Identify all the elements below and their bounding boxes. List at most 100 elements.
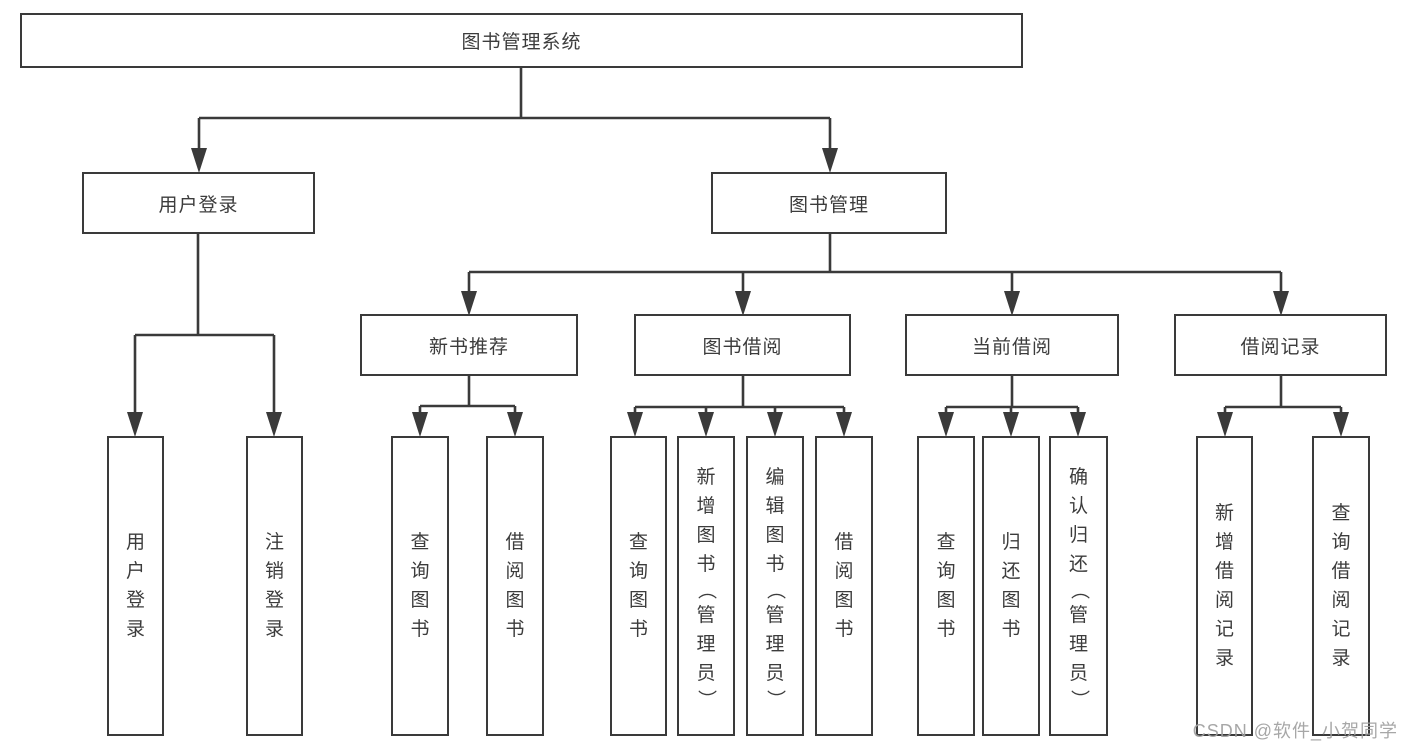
vertical-glyph: ） <box>764 688 786 709</box>
node-leaf-borrow-books-1: 借阅图书 <box>486 436 544 736</box>
vertical-glyph: （ <box>1068 579 1090 600</box>
vertical-glyph: 归 <box>1001 532 1021 553</box>
vertical-glyph: 记 <box>1331 619 1351 640</box>
vertical-glyph: 借 <box>1331 561 1351 582</box>
node-leaf-query-borrow-record: 查询借阅记录 <box>1312 436 1370 736</box>
node-borrowing-records-label: 借阅记录 <box>1240 336 1321 358</box>
vertical-glyph: 图 <box>1001 590 1021 611</box>
vertical-glyph: 阅 <box>1214 590 1234 611</box>
node-current-borrowing-label: 当前借阅 <box>971 336 1052 358</box>
vertical-glyph: 图 <box>936 590 956 611</box>
vertical-glyph: 借 <box>1214 561 1234 582</box>
vertical-glyph: 图 <box>410 590 430 611</box>
vertical-glyph: 询 <box>1331 532 1351 553</box>
vertical-glyph: 理 <box>1068 633 1088 655</box>
vertical-glyph: 询 <box>936 561 956 582</box>
node-leaf-edit-books-admin: 编辑图书 （ 管理员 ） <box>746 436 804 736</box>
vertical-glyph: 阅 <box>1331 590 1351 611</box>
vertical-glyph: 理 <box>765 633 785 655</box>
node-book-management-label: 图书管理 <box>788 194 869 216</box>
node-root-label: 图书管理系统 <box>461 32 582 53</box>
node-leaf-add-borrow-record: 新增借阅记录 <box>1196 436 1253 736</box>
node-leaf-query-books-1: 查询图书 <box>391 436 449 736</box>
vertical-glyph: 用 <box>125 532 145 553</box>
node-user-login-label: 用户登录 <box>158 194 239 216</box>
vertical-glyph: 图 <box>628 590 648 611</box>
vertical-glyph: 录 <box>125 619 145 640</box>
node-leaf-logout: 注销登录 <box>246 436 303 736</box>
vertical-glyph: 书 <box>628 619 648 640</box>
vertical-glyph: 借 <box>505 532 525 553</box>
vertical-glyph: 管 <box>765 604 785 626</box>
node-leaf-logout-label: 注销登录 <box>265 438 284 734</box>
vertical-glyph: 管 <box>696 604 716 626</box>
vertical-glyph: 记 <box>1214 619 1234 640</box>
vertical-glyph: 员 <box>696 662 716 684</box>
vertical-glyph: 阅 <box>505 561 525 582</box>
vertical-glyph: 员 <box>765 662 785 684</box>
vertical-glyph: 辑 <box>765 495 785 517</box>
vertical-glyph: （ <box>764 579 786 600</box>
vertical-glyph: 查 <box>628 532 648 553</box>
vertical-glyph: 阅 <box>834 561 854 582</box>
vertical-glyph: 书 <box>936 619 956 640</box>
vertical-glyph: 借 <box>834 532 854 553</box>
vertical-glyph: 新 <box>696 466 716 488</box>
node-leaf-query-borrow-record-label: 查询借阅记录 <box>1331 438 1350 734</box>
vertical-glyph: 查 <box>1331 503 1351 524</box>
vertical-glyph: 增 <box>696 495 716 517</box>
vertical-glyph: 询 <box>410 561 430 582</box>
node-leaf-edit-books-admin-label: 编辑图书 （ 管理员 ） <box>764 438 786 734</box>
node-current-borrowing: 当前借阅 <box>905 314 1119 376</box>
vertical-glyph: 登 <box>264 590 284 611</box>
node-leaf-user-login-label: 用户登录 <box>126 438 145 734</box>
vertical-glyph: 户 <box>125 561 145 582</box>
node-book-borrowing-label: 图书借阅 <box>702 336 783 358</box>
node-leaf-confirm-return-admin: 确认归还（管理员） <box>1049 436 1108 736</box>
vertical-glyph: 查 <box>936 532 956 553</box>
vertical-glyph: 登 <box>125 590 145 611</box>
node-leaf-query-books-2: 查询图书 <box>610 436 667 736</box>
node-user-login: 用户登录 <box>82 172 315 234</box>
node-leaf-add-borrow-record-label: 新增借阅记录 <box>1215 438 1234 734</box>
vertical-glyph: 询 <box>628 561 648 582</box>
node-leaf-user-login: 用户登录 <box>107 436 164 736</box>
node-leaf-borrow-books-2-label: 借阅图书 <box>834 438 853 734</box>
vertical-glyph: 理 <box>696 633 716 655</box>
vertical-glyph: 书 <box>696 553 716 575</box>
vertical-glyph: 还 <box>1068 553 1088 575</box>
node-leaf-confirm-return-admin-label: 确认归还（管理员） <box>1068 438 1090 734</box>
vertical-glyph: 图 <box>765 524 785 546</box>
vertical-glyph: 录 <box>264 619 284 640</box>
vertical-glyph: ） <box>695 688 717 709</box>
vertical-glyph: 归 <box>1068 524 1088 546</box>
node-leaf-borrow-books-1-label: 借阅图书 <box>505 438 524 734</box>
vertical-glyph: 图 <box>505 590 525 611</box>
vertical-glyph: 图 <box>696 524 716 546</box>
vertical-glyph: （ <box>695 579 717 600</box>
vertical-glyph: 书 <box>834 619 854 640</box>
vertical-glyph: 员 <box>1068 662 1088 684</box>
vertical-glyph: 新 <box>1214 503 1234 524</box>
node-root-system: 图书管理系统 <box>20 13 1023 68</box>
vertical-glyph: 编 <box>765 466 785 488</box>
vertical-glyph: 书 <box>1001 619 1021 640</box>
vertical-glyph: 录 <box>1331 648 1351 669</box>
node-leaf-query-books-1-label: 查询图书 <box>410 438 429 734</box>
node-leaf-query-books-2-label: 查询图书 <box>629 438 648 734</box>
node-leaf-borrow-books-2: 借阅图书 <box>815 436 873 736</box>
node-new-book-recommend-label: 新书推荐 <box>428 336 509 358</box>
node-leaf-return-books: 归还图书 <box>982 436 1040 736</box>
node-leaf-query-books-3-label: 查询图书 <box>936 438 955 734</box>
vertical-glyph: 查 <box>410 532 430 553</box>
vertical-glyph: 还 <box>1001 561 1021 582</box>
node-new-book-recommend: 新书推荐 <box>360 314 578 376</box>
node-book-management: 图书管理 <box>711 172 947 234</box>
node-borrowing-records: 借阅记录 <box>1174 314 1387 376</box>
node-leaf-query-books-3: 查询图书 <box>917 436 975 736</box>
node-leaf-return-books-label: 归还图书 <box>1001 438 1020 734</box>
vertical-glyph: 图 <box>834 590 854 611</box>
vertical-glyph: 录 <box>1214 648 1234 669</box>
vertical-glyph: 书 <box>765 553 785 575</box>
